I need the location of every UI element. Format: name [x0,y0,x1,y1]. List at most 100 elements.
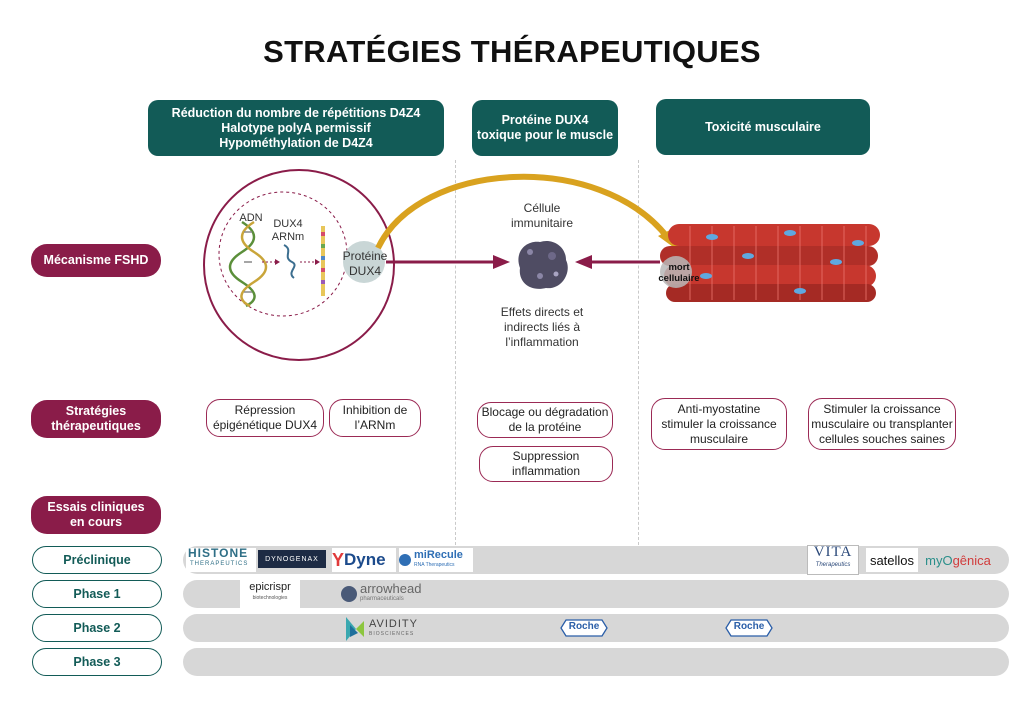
label-line: mort [668,262,690,273]
dux4-arnm-label: DUX4 ARNm [268,218,308,244]
strategy-repression: Répression épigénétique DUX4 [206,399,324,437]
strategy-line: Suppression [512,449,580,463]
strategy-line: Stimuler la croissance [823,401,941,416]
curved-arrow [375,173,671,250]
label-line: cellulaire [658,273,700,284]
proteine-dux4-label: Protéine DUX4 [338,249,392,279]
column-divider [455,160,456,545]
logo-text: miRecule [414,549,463,561]
row-label-text: Stratégies [65,404,127,418]
cellule-immunitaire-label: Céllule immunitaire [496,201,588,231]
phase-label-2: Phase 2 [32,614,162,642]
arrowhead-mark-icon [341,586,357,602]
strategy-line: l’ARNm [354,418,396,432]
strategy-inhibition: Inhibition de l’ARNm [329,399,421,437]
strategy-stimuler: Stimuler la croissance musculaire ou tra… [808,398,956,450]
strategy-line: Blocage ou dégradation [481,405,609,419]
label-line: DUX4 [348,264,381,278]
page-title: STRATÉGIES THÉRAPEUTIQUES [263,34,761,69]
strategy-line: musculaire [689,431,749,446]
header-line: Hypométhylation de D4Z4 [219,135,373,150]
cell-outline [203,169,395,361]
strategy-suppression: Suppression inflammation [479,446,613,482]
dux4-protein-icon [343,241,385,283]
satellos-logo: satellos [866,548,918,572]
logo-text: Dyne [344,550,386,569]
mirecule-mark-icon [399,554,411,566]
logo-text: arrowhead [360,581,422,596]
strategy-blocage: Blocage ou dégradation de la protéine [477,402,613,438]
strategy-line: inflammation [511,464,581,478]
logo-subtext: biotechnologies [252,595,288,601]
row-label-essais: Essais cliniques en cours [31,496,161,534]
logo-text: Roche [733,621,765,632]
dynogenax-logo: DYNOGENAX [258,550,326,568]
logo-text: gênica [952,552,991,568]
row-label-text: Mécanisme FSHD [43,253,149,267]
row-label-mecanisme: Mécanisme FSHD [31,244,161,277]
label-line: indirects liés à [503,320,581,334]
label-line: ARNm [271,231,305,243]
header-line: Halotype polyA permissif [221,120,371,135]
label-line: DUX4 [273,218,303,230]
strategy-line: musculaire ou transplanter [811,416,953,431]
logo-text: Roche [568,621,600,632]
mirecule-logo: miRecule RNA Therapeutics [399,548,473,572]
logo-text: myO [925,552,953,568]
logo-text: AVIDITY [369,618,418,630]
roche-hexagon-icon [560,619,608,637]
header-line: Protéine DUX4 [501,113,589,127]
row-label-strategies: Stratégies thérapeutiques [31,400,161,438]
column-header-protein: Protéine DUX4 toxique pour le muscle [472,100,618,156]
adn-label: ADN [239,212,263,224]
header-line: Réduction du nombre de répétitions D4Z4 [171,105,421,120]
roche-logo: Roche [725,619,773,637]
logo-text: HISTONE [188,546,249,560]
header-line: Toxicité musculaire [705,119,821,134]
avidity-mark-icon [346,617,364,641]
logo-text: epicrispr [249,581,291,593]
row-label-text: Essais cliniques [47,500,145,514]
column-header-genetics: Réduction du nombre de répétitions D4Z4 … [148,100,444,156]
phase-bar-1 [183,580,1009,608]
label-line: l’inflammation [505,335,579,349]
logo-text: VITA [813,544,853,560]
label-line: Céllule [523,201,561,215]
logo-subtext: BIOSCIENCES [369,631,415,637]
immune-cell-icon [518,240,568,289]
phase-label-3: Phase 3 [32,648,162,676]
label-line: Effets directs et [500,305,584,319]
phase-label-1: Phase 1 [32,580,162,608]
logo-subtext: THERAPEUTICS [190,561,249,567]
histone-logo: HISTONE THERAPEUTICS [186,546,256,572]
muscle-fiber-icon [660,224,880,302]
strategy-line: épigénétique DUX4 [212,418,318,432]
myogenica-logo: myO gênica [921,548,995,572]
logo-subtext: pharmaceuticals [360,596,404,602]
epicrispr-logo: epicrispr biotechnologies [240,580,300,608]
label-line: Protéine [342,249,388,263]
header-line: toxique pour le muscle [476,128,614,142]
roche-logo: Roche [560,619,608,637]
logo-subtext: RNA Therapeutics [414,562,455,568]
row-label-text: thérapeutiques [51,419,141,433]
row-label-text: en cours [69,515,123,529]
arrowhead-logo: arrowhead pharmaceuticals [341,582,441,606]
protein-chain-icon [321,226,325,296]
phase-bar-3 [183,648,1009,676]
strategy-line: cellules souches saines [818,431,946,446]
column-header-toxicity: Toxicité musculaire [656,99,870,155]
phase-label-preclinique: Préclinique [32,546,162,574]
logo-subtext: Therapeutics [815,562,851,568]
strategy-line: de la protéine [508,420,582,434]
column-divider [638,160,639,545]
strategy-line: Répression [234,403,296,417]
strategy-anti-myostatine: Anti-myostatine stimuler la croissance m… [651,398,787,450]
dyne-mark-icon: Y [332,549,345,570]
avidity-logo: AVIDITY BIOSCIENCES [344,614,428,644]
label-line: immunitaire [510,216,573,230]
dna-icon [228,220,268,308]
effets-label: Effets directs et indirects liés à l’inf… [480,305,604,350]
strategy-line: stimuler la croissance [661,416,777,431]
